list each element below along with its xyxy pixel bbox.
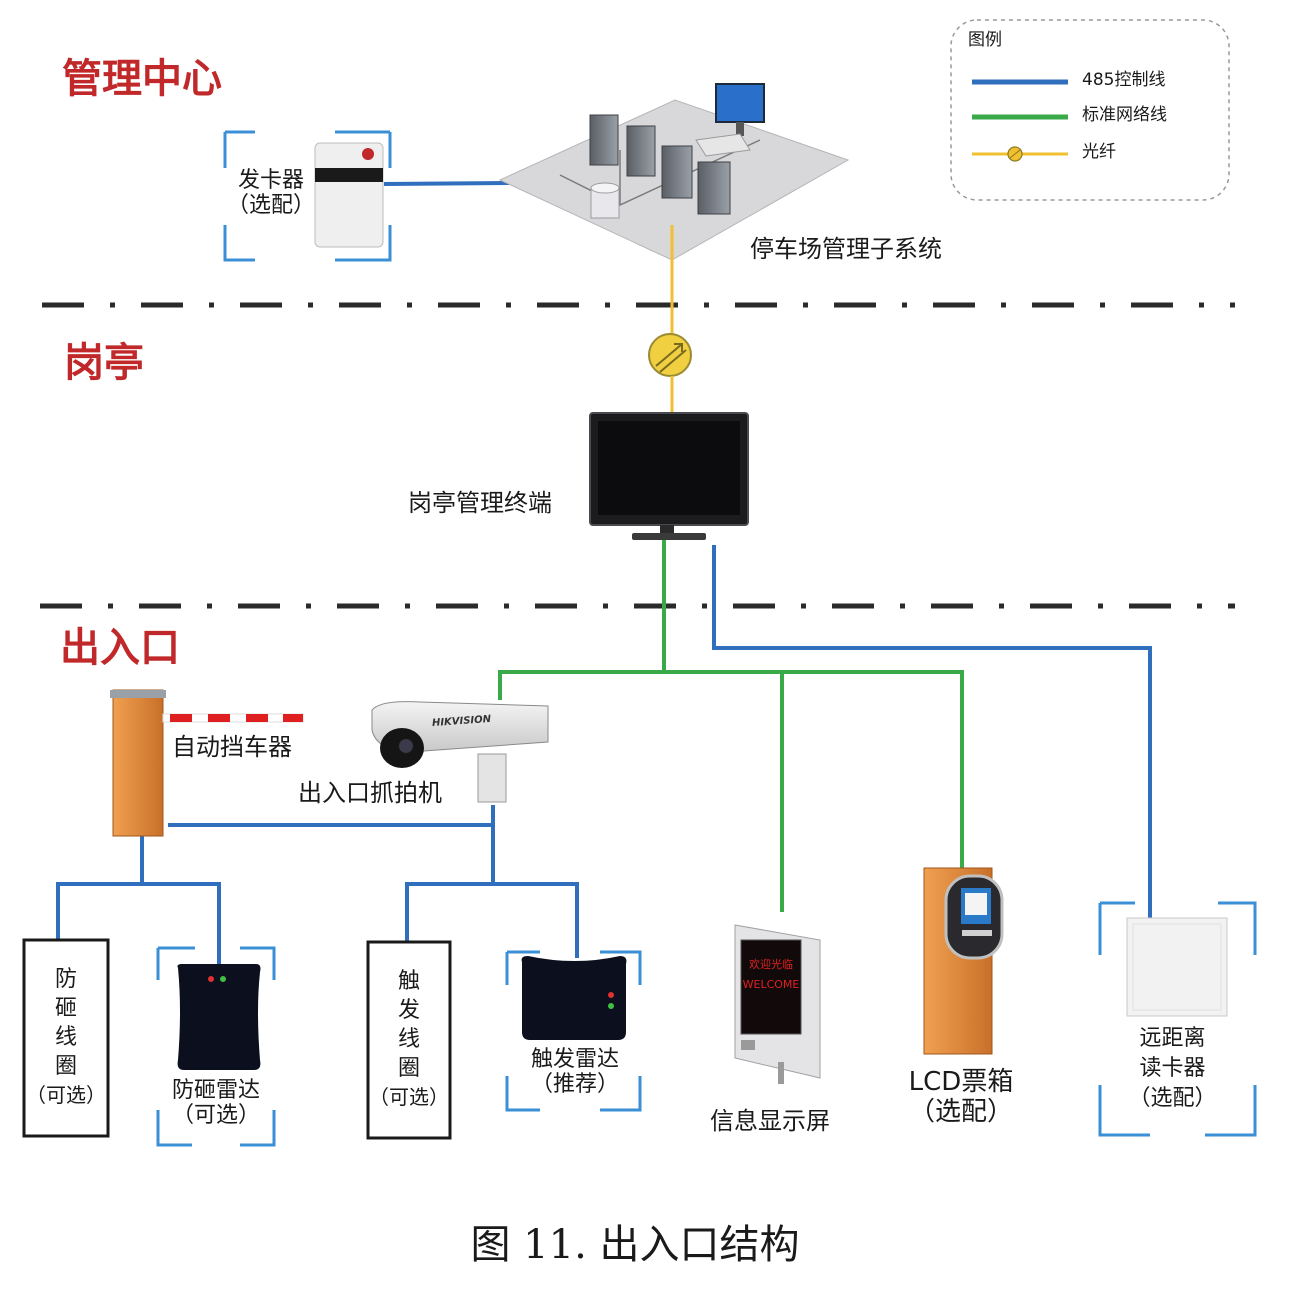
- anti-smash-loop-note: （可选）: [26, 1083, 106, 1107]
- trigger-radar-label: 触发雷达 （推荐）: [530, 1047, 619, 1098]
- long-range-reader-label: 远距离 读卡器 （选配）: [1128, 1026, 1217, 1111]
- card-issuer-label-name: 发卡器: [237, 168, 304, 193]
- control-lines: [56, 545, 1152, 968]
- booth-terminal-label: 岗亭管理终端: [408, 489, 552, 517]
- figure-caption: 图 11. 出入口结构: [470, 1222, 800, 1268]
- section-title-booth: 岗亭: [64, 340, 144, 386]
- trigger-loop-label: 触 发 线 圈 （可选）: [368, 967, 450, 1112]
- long-range-reader-frame: [1098, 901, 1257, 1137]
- fiber-connector-icon: [648, 333, 692, 377]
- legend-title: 图例: [968, 30, 1002, 50]
- section-title-management: 管理中心: [62, 56, 222, 102]
- barrier-label: 自动挡车器: [172, 733, 292, 761]
- card-issuer-control-link: [383, 181, 511, 186]
- database-icon: [590, 182, 620, 219]
- network-lines: [498, 540, 964, 912]
- server-icon: [589, 114, 731, 215]
- legend-box: [950, 19, 1230, 201]
- trigger-radar-device: [521, 956, 627, 1040]
- card-issuer-label: 发卡器 （选配）: [226, 168, 316, 219]
- info-display-device: 欢迎光临 WELCOME: [734, 924, 821, 1084]
- lcd-ticket-box-label: LCD票箱 （选配）: [908, 1067, 1014, 1127]
- legend-label-control-line: 485控制线: [1082, 70, 1166, 90]
- anti-smash-radar-label: 防砸雷达 （可选）: [171, 1078, 260, 1129]
- trigger-loop-box: [366, 940, 452, 1140]
- trigger-radar-frame: [505, 950, 642, 1112]
- anti-smash-radar-device: [177, 964, 261, 1070]
- capture-camera: [371, 701, 549, 803]
- card-issuer-frame: [223, 130, 392, 262]
- trigger-loop-note: （可选）: [369, 1085, 449, 1109]
- info-display-label: 信息显示屏: [710, 1107, 830, 1135]
- legend-label-fiber: 光纤: [1082, 142, 1116, 162]
- info-display-screen-en: WELCOME: [743, 978, 800, 991]
- lcd-ticket-box-device: [923, 867, 1004, 1055]
- anti-smash-loop-box: [22, 938, 110, 1138]
- capture-camera-label: 出入口抓拍机: [298, 779, 442, 807]
- info-display-screen-cn: 欢迎光临: [749, 957, 793, 971]
- parking-subsystem-illustration: [498, 83, 850, 261]
- anti-smash-radar-frame: [156, 946, 276, 1147]
- section-title-entrance: 出入口: [60, 625, 180, 671]
- booth-terminal-monitor: [589, 412, 749, 540]
- card-issuer-label-note: （选配）: [226, 193, 315, 219]
- parking-subsystem-label: 停车场管理子系统: [750, 235, 942, 263]
- barrier-gate: [110, 689, 304, 837]
- anti-smash-loop-label: 防 砸 线 圈 （可选）: [24, 965, 108, 1110]
- long-range-reader-device: [1126, 917, 1228, 1017]
- workstation-monitor-icon: [695, 83, 765, 157]
- legend-label-network-line: 标准网络线: [1082, 105, 1167, 125]
- card-issuer-device: [314, 142, 384, 248]
- camera-brand-label: HIKVISION: [431, 713, 492, 730]
